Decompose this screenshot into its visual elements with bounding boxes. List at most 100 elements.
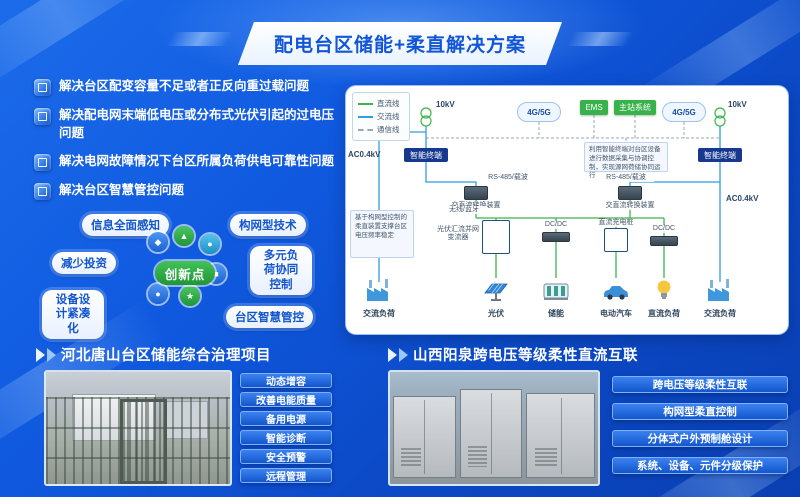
- ac-line-swatch: [358, 115, 373, 118]
- problem-text: 解决电网故障情况下台区所属负荷供电可靠性问题: [59, 154, 335, 168]
- innovation-feature-icon: ●: [200, 234, 220, 254]
- load-label: 交流负荷: [704, 309, 736, 318]
- factory-icon: [367, 279, 388, 301]
- chevron-icon: [47, 347, 56, 362]
- electric-vehicle-icon: [604, 286, 628, 300]
- network-cloud-icon: 4G/5G: [662, 96, 706, 122]
- dcdc-label: DC/DC: [542, 221, 570, 230]
- load-item: 交流负荷: [351, 278, 407, 319]
- ac-voltage-label: AC0.4kV: [348, 150, 381, 159]
- smart-terminal-box: 智能终端: [404, 148, 448, 162]
- innovation-feature-icon: ●: [148, 284, 168, 304]
- problem-bullet-icon: [34, 154, 51, 171]
- project-right-features: 跨电压等级柔性互联 构网型柔直控制 分体式户外预制舱设计 系统、设备、元件分级保…: [612, 376, 788, 484]
- network-cloud-icon: 4G/5G: [517, 96, 561, 122]
- load-label: 光伏: [488, 309, 504, 318]
- project-left-features: 动态增容 改善电能质量 备用电源 智能诊断 安全预警 远程管理: [240, 373, 332, 487]
- problem-item: 解决台区智慧管控问题: [34, 182, 340, 200]
- project-left-title: 河北唐山台区储能综合治理项目: [36, 344, 271, 365]
- smart-terminal-box: 智能终端: [698, 148, 742, 162]
- chevron-icon: [399, 347, 408, 362]
- problem-item: 解决配电网末端低电压或分布式光伏引起的过电压问题: [34, 107, 340, 142]
- diagram-legend: 直流线 交流线 通信线: [352, 92, 410, 141]
- acdc-converter-icon: [464, 186, 488, 200]
- architecture-diagram-panel: 直流线 交流线 通信线 10kV 10kV 4G/5G 4G/5G EMS 主站…: [346, 86, 788, 334]
- feature-badge: 系统、设备、元件分级保护: [612, 457, 788, 474]
- feature-badge: 分体式户外预制舱设计: [612, 430, 788, 447]
- project-photo-yangquan: [388, 370, 600, 486]
- load-label: 电动汽车: [600, 309, 632, 318]
- feature-badge: 安全预警: [240, 449, 332, 464]
- title-accent-right: [565, 32, 635, 46]
- battery-storage-icon: [543, 283, 569, 300]
- innovation-center: ◆ ▲ ● ■ ★ ● 创新点: [142, 226, 228, 312]
- project-photo-tangshan: [44, 370, 232, 486]
- lightbulb-icon: [657, 280, 671, 299]
- legend-label: 交流线: [377, 112, 400, 121]
- converter-cabinet: [526, 393, 595, 479]
- feature-badge: 动态增容: [240, 373, 332, 388]
- innovation-diagram: 信息全面感知 构网型技术 减少投资 多元负荷协同控制 设备设计紧凑化 台区智慧管…: [36, 214, 338, 340]
- dc-charger-label: 直流充电桩: [586, 219, 646, 228]
- problem-bullet-icon: [34, 79, 51, 96]
- problem-item: 解决电网故障情况下台区所属负荷供电可靠性问题: [34, 153, 340, 171]
- rs485-label: RS-485/载波: [480, 174, 536, 183]
- factory-icon: [708, 279, 729, 301]
- feature-badge: 智能诊断: [240, 430, 332, 445]
- load-item: 光伏: [468, 278, 524, 319]
- innovation-item: 减少投资: [52, 252, 116, 274]
- dcdc-device-icon: [542, 232, 570, 242]
- innovation-item: 构网型技术: [230, 214, 306, 236]
- project-right-title: 山西阳泉跨电压等级柔性直流互联: [388, 344, 638, 365]
- innovation-feature-icon: ◆: [148, 232, 168, 252]
- pv-converter-label: 光伏汇流并网变流器: [436, 226, 480, 243]
- converter-cabinet: [393, 395, 456, 479]
- problem-bullet-icon: [34, 108, 51, 125]
- feature-badge: 构网型柔直控制: [612, 403, 788, 420]
- master-station-box: 主站系统: [614, 100, 656, 115]
- title-accent-left: [165, 32, 235, 46]
- innovation-item: 设备设计紧凑化: [42, 290, 104, 340]
- wireless-label: 无线/蓝牙: [442, 206, 486, 215]
- legend-label: 直流线: [377, 99, 400, 108]
- problem-text: 解决台区智慧管控问题: [59, 183, 185, 197]
- converter-label: 交直流转换装置: [600, 202, 660, 211]
- innovation-item: 台区智慧管控: [226, 306, 313, 328]
- dc-charger-icon: [604, 228, 628, 252]
- feature-badge: 改善电能质量: [240, 392, 332, 407]
- feature-badge: 远程管理: [240, 468, 332, 483]
- diagram-note: 基于构网型控制的柔直装置支撑台区电压频率稳定: [350, 210, 414, 258]
- diagram-note: 利用智能终端对台区设备进行数据采集与协调控制，实现源网荷储协同运行: [584, 142, 668, 179]
- problem-text: 解决配电网末端低电压或分布式光伏引起的过电压问题: [59, 108, 335, 140]
- voltage-label-right: 10kV: [728, 100, 747, 109]
- load-item: 交流负荷: [692, 278, 748, 319]
- load-label: 交流负荷: [363, 309, 395, 318]
- innovation-feature-icon: ▲: [174, 226, 194, 246]
- load-item: 储能: [528, 278, 584, 319]
- comm-line-swatch: [358, 128, 373, 131]
- pv-converter-cabinet-icon: [482, 220, 510, 254]
- load-label: 直流负荷: [648, 309, 680, 318]
- chevron-icon: [388, 347, 397, 362]
- converter-cabinet: [459, 388, 523, 479]
- dcdc-device-icon: [650, 236, 678, 246]
- innovation-feature-icon: ★: [180, 286, 200, 306]
- load-label: 储能: [548, 309, 564, 318]
- feature-badge: 备用电源: [240, 411, 332, 426]
- feature-badge: 跨电压等级柔性互联: [612, 376, 788, 393]
- problem-bullet-icon: [34, 183, 51, 200]
- innovation-item: 多元负荷协同控制: [250, 246, 312, 296]
- ems-box: EMS: [580, 100, 608, 115]
- problem-list: 解决台区配变容量不足或者正反向重过载问题 解决配电网末端低电压或分布式光伏引起的…: [34, 78, 340, 211]
- voltage-label-left: 10kV: [436, 100, 455, 109]
- load-item: 电动汽车: [588, 278, 644, 319]
- ac-voltage-label: AC0.4kV: [726, 194, 759, 203]
- problem-item: 解决台区配变容量不足或者正反向重过载问题: [34, 78, 340, 96]
- acdc-converter-icon: [618, 186, 642, 200]
- chevron-icon: [36, 347, 45, 362]
- fence: [46, 396, 230, 484]
- solar-panel-icon: [484, 281, 508, 301]
- dc-line-swatch: [358, 102, 373, 105]
- dcdc-label: DC/DC: [650, 225, 678, 234]
